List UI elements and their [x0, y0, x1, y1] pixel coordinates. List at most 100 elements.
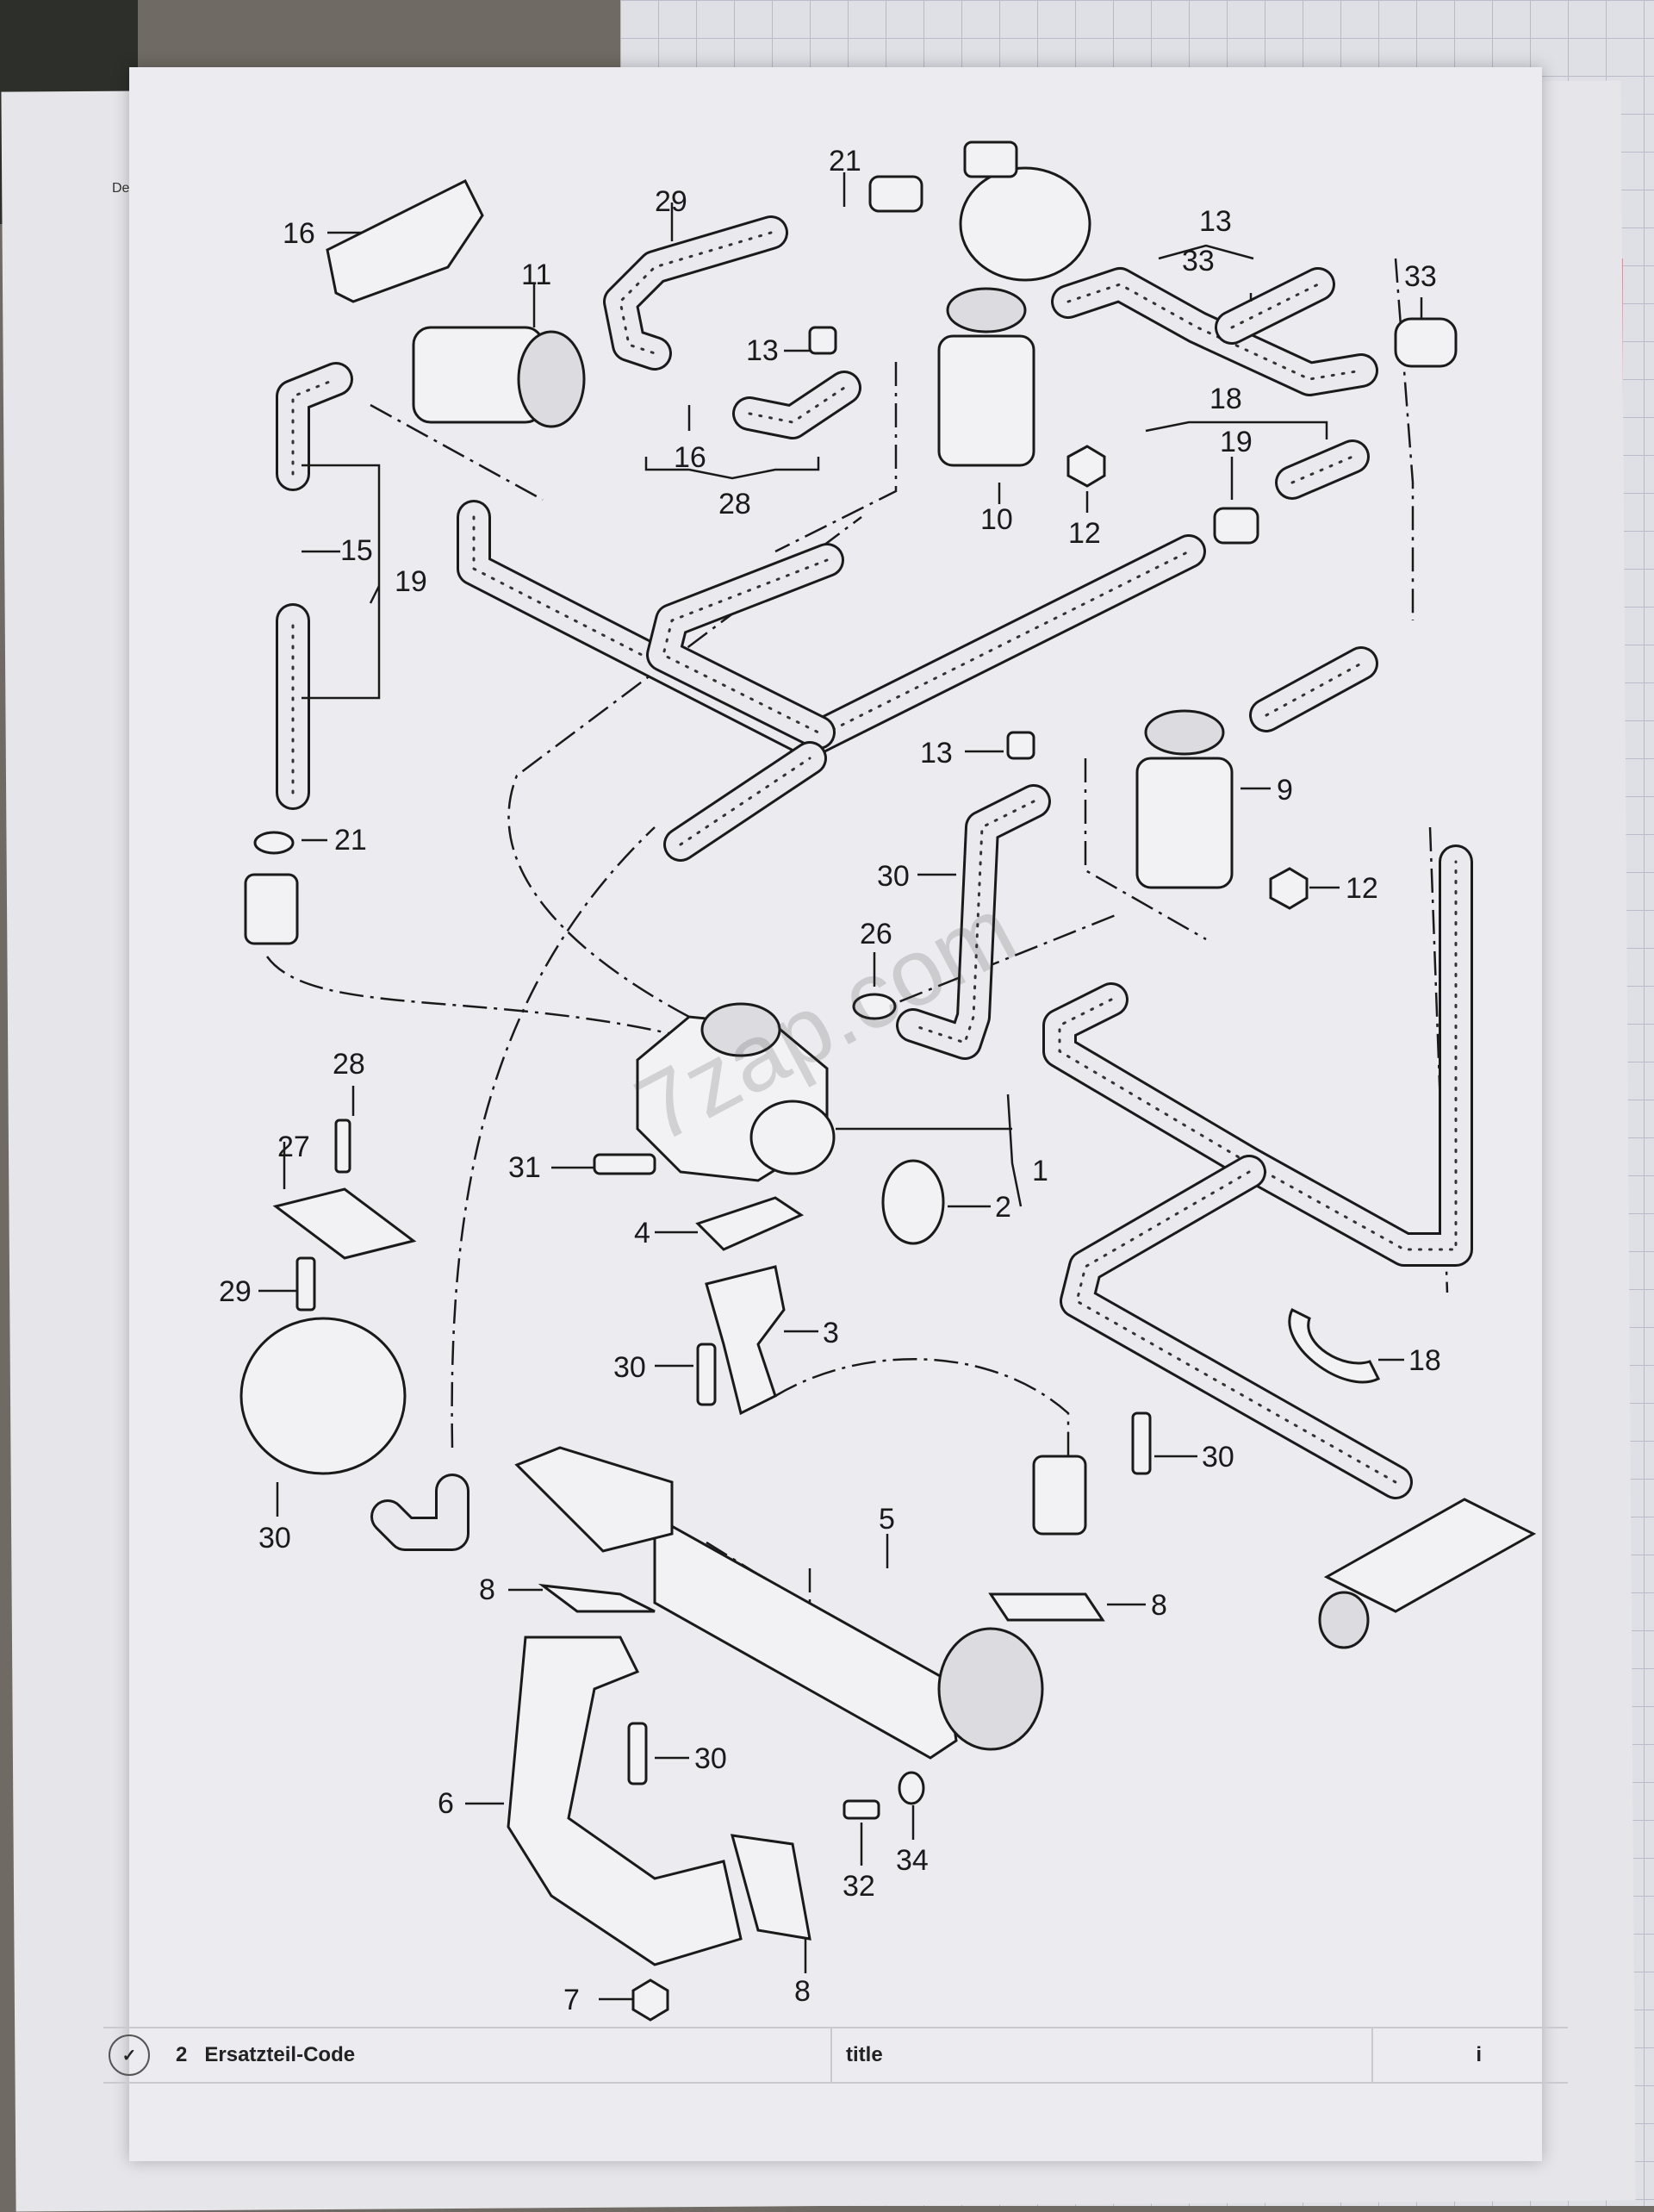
turbo-actuator-part — [959, 166, 1091, 282]
front-paper-sheet — [129, 67, 1542, 2161]
bolt-30a-part — [696, 1343, 717, 1406]
footer-part-code-label: Ersatzteil-Code — [204, 2043, 356, 2066]
callout-27: 27 — [277, 1131, 310, 1163]
shield-check-icon[interactable]: ✓ — [109, 2034, 150, 2076]
exhaust-pipe-part — [507, 1636, 743, 1966]
screw-28-part — [334, 1118, 351, 1174]
hose-clip-part — [1288, 1307, 1381, 1384]
footer-info-cell: i — [1371, 2028, 1568, 2082]
retaining-plate-part — [272, 1187, 417, 1260]
callout-3: 3 — [823, 1317, 839, 1349]
callout-12-mid: 12 — [1346, 872, 1378, 905]
callout-4: 4 — [634, 1217, 650, 1249]
hose-clamp-part — [253, 831, 295, 855]
solenoid-valve-2-top — [1144, 709, 1225, 756]
gasket-8c-part — [730, 1834, 811, 1941]
callout-8-right: 8 — [1151, 1589, 1167, 1622]
callout-5: 5 — [879, 1503, 895, 1536]
bracket-part — [326, 178, 484, 303]
callout-16: 18 — [1209, 383, 1242, 415]
gasket-8a-part — [538, 1583, 656, 1613]
callout-9: 9 — [1277, 774, 1293, 807]
parts-footer-bar: ✓ 2 Ersatzteil-Code title i — [103, 2027, 1568, 2084]
callout-11: 11 — [521, 259, 551, 291]
bolt-31-part — [593, 1153, 656, 1175]
callout-21-top: 21 — [829, 145, 861, 178]
vacuum-reservoir-part — [239, 1317, 407, 1475]
callout-30-right: 30 — [1202, 1441, 1234, 1474]
footer-info-label: i — [1476, 2043, 1482, 2066]
callout-10: 10 — [980, 503, 1013, 536]
footer-part-code-cell: 2 Ersatzteil-Code — [176, 2043, 830, 2067]
gasket-part — [695, 1196, 805, 1251]
footer-prefix: 2 — [176, 2043, 188, 2066]
nut-7-part — [631, 1978, 669, 2022]
bolt-30c-part — [627, 1722, 648, 1785]
bolt-29-part — [295, 1256, 316, 1312]
callout-1: 1 — [1032, 1155, 1048, 1187]
nut-2-part — [1269, 867, 1309, 910]
footer-title-label: title — [846, 2043, 883, 2066]
callout-33-right: 33 — [1404, 260, 1437, 293]
back-sheet-text: De — [112, 181, 130, 196]
callout-numbers: 16 11 15 19 21 29 21 13 16 28 10 12 13 3… — [219, 145, 1441, 2016]
callout-13-mid: 13 — [920, 737, 953, 770]
connector-2-part — [1006, 731, 1035, 760]
callout-28: 28 — [333, 1048, 365, 1081]
egr-valve-cap — [700, 1002, 781, 1057]
callout-22: 26 — [860, 918, 892, 950]
hose-clamp-22-part — [852, 993, 897, 1020]
callout-8-bottom: 8 — [794, 1975, 811, 2008]
callout-19: 19 — [395, 565, 427, 598]
vacuum-hoses — [276, 215, 1473, 1551]
egr-cooler-end — [937, 1627, 1044, 1751]
callout-21-left: 21 — [334, 824, 367, 857]
callout-7: 7 — [563, 1984, 580, 2016]
footer-title-cell: title — [830, 2028, 1371, 2082]
callout-18: 18 — [1408, 1344, 1441, 1377]
callout-12-top: 12 — [1068, 517, 1101, 550]
t-piece-end — [1318, 1591, 1370, 1649]
diagram-parts — [239, 140, 1537, 2022]
turbo-inlet-part — [963, 140, 1018, 178]
callout-30-bottom: 30 — [694, 1742, 727, 1775]
callout-24: 29 — [655, 185, 687, 218]
solenoid-valve-top — [946, 287, 1027, 333]
callout-17: 19 — [1220, 426, 1253, 458]
callout-20: 16 — [283, 217, 315, 250]
callout-leaders — [258, 172, 1423, 2001]
callout-33-top: 33 — [1182, 245, 1215, 277]
gasket-8b-part — [988, 1592, 1105, 1622]
cooler-inlet-pipe-part — [1032, 1455, 1087, 1536]
connector-part — [808, 326, 837, 355]
non-return-valve-part — [1394, 317, 1458, 368]
pressure-converter-cap — [517, 330, 586, 428]
egr-cooler-part — [653, 1514, 958, 1760]
nut-part — [1066, 445, 1106, 488]
callout-34: 34 — [896, 1844, 929, 1877]
t-piece-part — [1323, 1498, 1537, 1613]
filter-part — [244, 873, 299, 945]
callout-13-top: 13 — [746, 334, 779, 367]
egr-valve-port — [749, 1100, 836, 1175]
callout-6: 6 — [438, 1787, 454, 1820]
callout-15-mid: 16 — [674, 441, 706, 474]
solenoid-valve-part — [937, 334, 1035, 467]
callout-30-left: 30 — [613, 1351, 646, 1384]
solenoid-valve-2-part — [1135, 757, 1234, 889]
callout-8-left: 8 — [479, 1573, 495, 1606]
callout-31: 31 — [508, 1151, 541, 1184]
valve-17-part — [1213, 507, 1259, 545]
bolt-32-part — [843, 1799, 880, 1820]
callout-15-left: 15 — [340, 534, 373, 567]
callout-2: 2 — [995, 1191, 1011, 1224]
bolt-30b-part — [1131, 1411, 1152, 1475]
callout-25: 30 — [877, 860, 910, 893]
callout-26: 30 — [258, 1522, 291, 1555]
connecting-pipe-part — [705, 1265, 786, 1416]
washer-34-part — [898, 1771, 925, 1805]
filter-top-part — [868, 175, 923, 213]
callout-23: 28 — [718, 488, 751, 520]
callout-32: 32 — [843, 1870, 875, 1903]
